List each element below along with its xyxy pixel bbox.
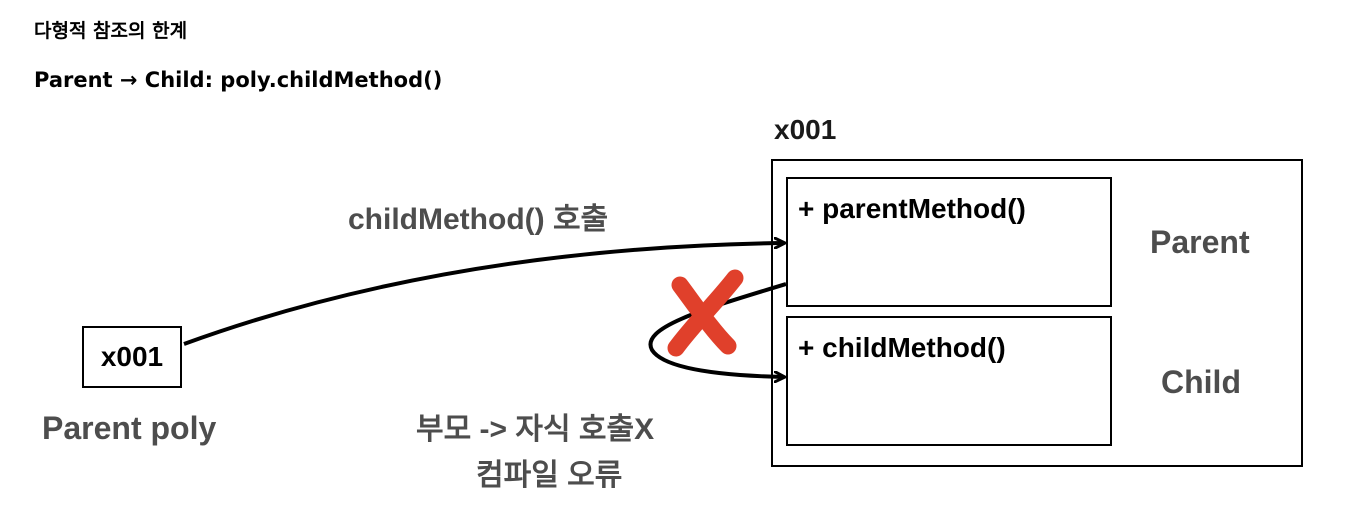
call-arrow — [183, 243, 784, 346]
child-method-box: + childMethod() — [786, 316, 1112, 446]
instance-address: x001 — [774, 114, 837, 145]
child-method-text: + childMethod() — [798, 332, 1006, 363]
call-label: childMethod() 호출 — [348, 203, 609, 236]
diagram-title: 다형적 참조의 한계 — [34, 20, 188, 42]
reference-variable-box: x001 — [82, 326, 182, 388]
diagram-subtitle: Parent → Child: poly.childMethod() — [34, 68, 443, 92]
error-x-mark-icon — [667, 269, 744, 357]
parent-method-text: + parentMethod() — [798, 193, 1026, 224]
parent-class-label: Parent — [1150, 224, 1250, 260]
error-message-line2: 컴파일 오류 — [476, 459, 623, 492]
instance-box — [771, 159, 1303, 467]
reference-variable-label: Parent poly — [42, 410, 217, 446]
reference-value: x001 — [100, 341, 164, 372]
error-message-line1: 부모 -> 자식 호출X — [416, 413, 655, 446]
child-class-label: Child — [1161, 364, 1241, 400]
parent-method-box: + parentMethod() — [786, 177, 1112, 307]
